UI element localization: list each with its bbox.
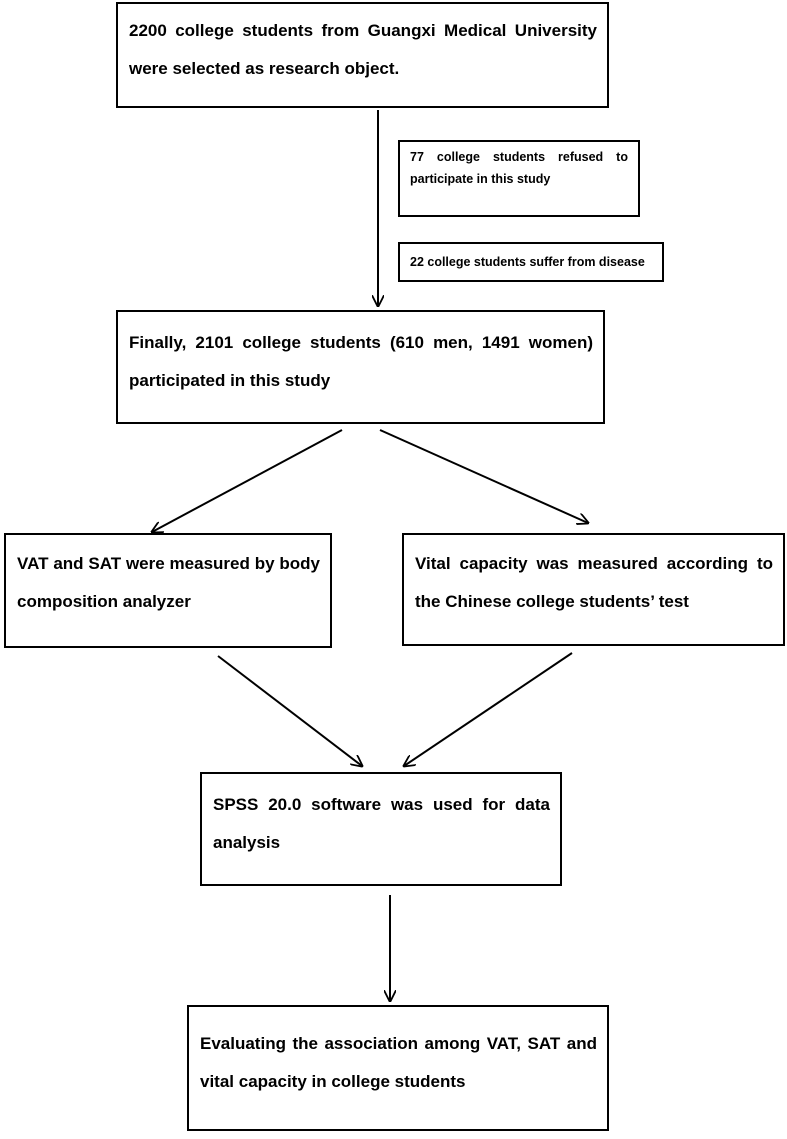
step-participants-box: Finally, 2101 college students (610 men,… (116, 310, 605, 424)
step-vital-capacity-box: Vital capacity was measured according to… (402, 533, 785, 646)
step-vat-sat-box: VAT and SAT were measured by body compos… (4, 533, 332, 648)
step-selection-text: 2200 college students from Guangxi Medic… (129, 21, 597, 78)
step-participants-text: Finally, 2101 college students (610 men,… (129, 333, 593, 390)
exclusion-refused-text: 77 college students refused to participa… (410, 150, 628, 186)
step-spss-text: SPSS 20.0 software was used for data ana… (213, 795, 550, 852)
arrow-left-to-step4 (217, 655, 362, 766)
step-evaluation-box: Evaluating the association among VAT, SA… (187, 1005, 609, 1131)
exclusion-disease-box: 22 college students suffer from disease (398, 242, 664, 282)
step-selection-box: 2200 college students from Guangxi Medic… (116, 2, 609, 108)
step-vital-capacity-text: Vital capacity was measured according to… (415, 554, 773, 611)
exclusion-disease-text: 22 college students suffer from disease (410, 255, 645, 269)
arrow-step2-to-right (379, 429, 588, 523)
step-vat-sat-text: VAT and SAT were measured by body compos… (17, 554, 320, 611)
arrow-right-to-step4 (404, 652, 573, 766)
arrow-step2-to-left (152, 429, 343, 532)
exclusion-refused-box: 77 college students refused to participa… (398, 140, 640, 217)
step-spss-box: SPSS 20.0 software was used for data ana… (200, 772, 562, 886)
step-evaluation-text: Evaluating the association among VAT, SA… (200, 1034, 597, 1091)
